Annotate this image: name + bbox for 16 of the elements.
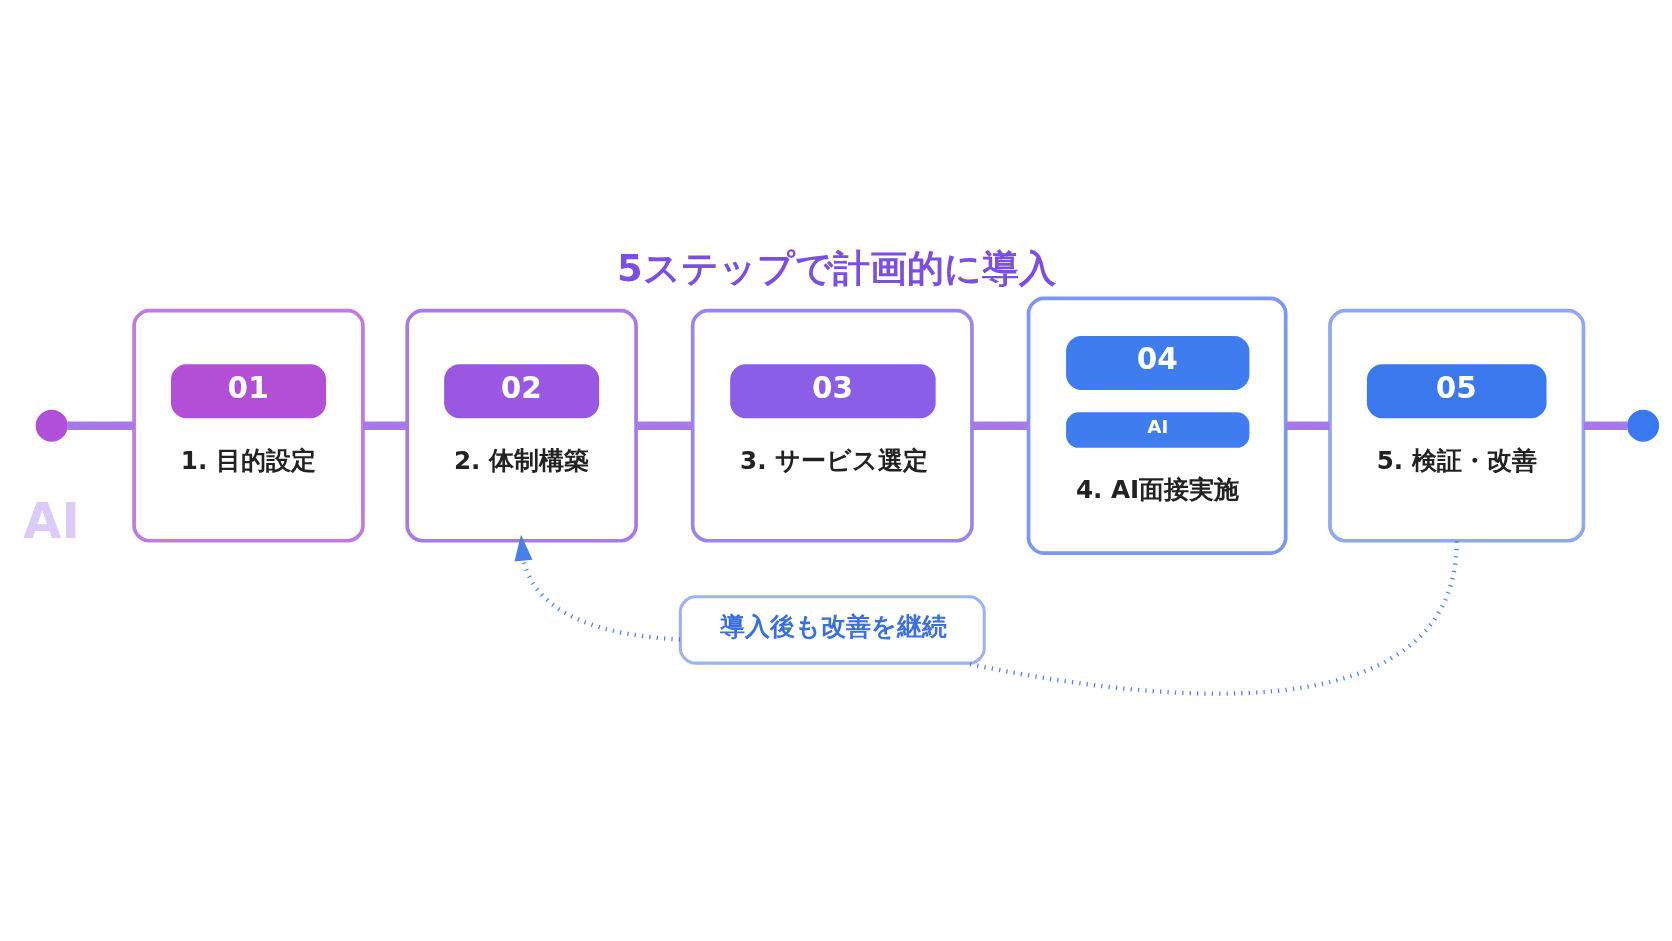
node-box: 05 5. 検証・改善 xyxy=(1328,308,1586,543)
diagram-title: 5ステップで計画的に導入 xyxy=(617,246,1056,290)
connector xyxy=(972,420,1029,430)
connector xyxy=(1286,420,1330,430)
connector xyxy=(67,420,134,430)
arrow xyxy=(514,534,681,642)
node-box: 03 3. サービス選定 xyxy=(690,308,974,543)
node-box: 01 1. 目的設定 xyxy=(132,308,365,543)
connector xyxy=(636,420,693,430)
node-box: 02 2. 体制構築 xyxy=(405,308,638,543)
connector xyxy=(362,420,408,430)
node-box: 導入後も改善を継続 xyxy=(678,594,986,665)
node-circle xyxy=(1627,409,1660,442)
node-box: 04 AI 4. AI面接実施 xyxy=(1026,296,1288,555)
connector xyxy=(1583,420,1628,430)
node-circle xyxy=(35,409,68,442)
